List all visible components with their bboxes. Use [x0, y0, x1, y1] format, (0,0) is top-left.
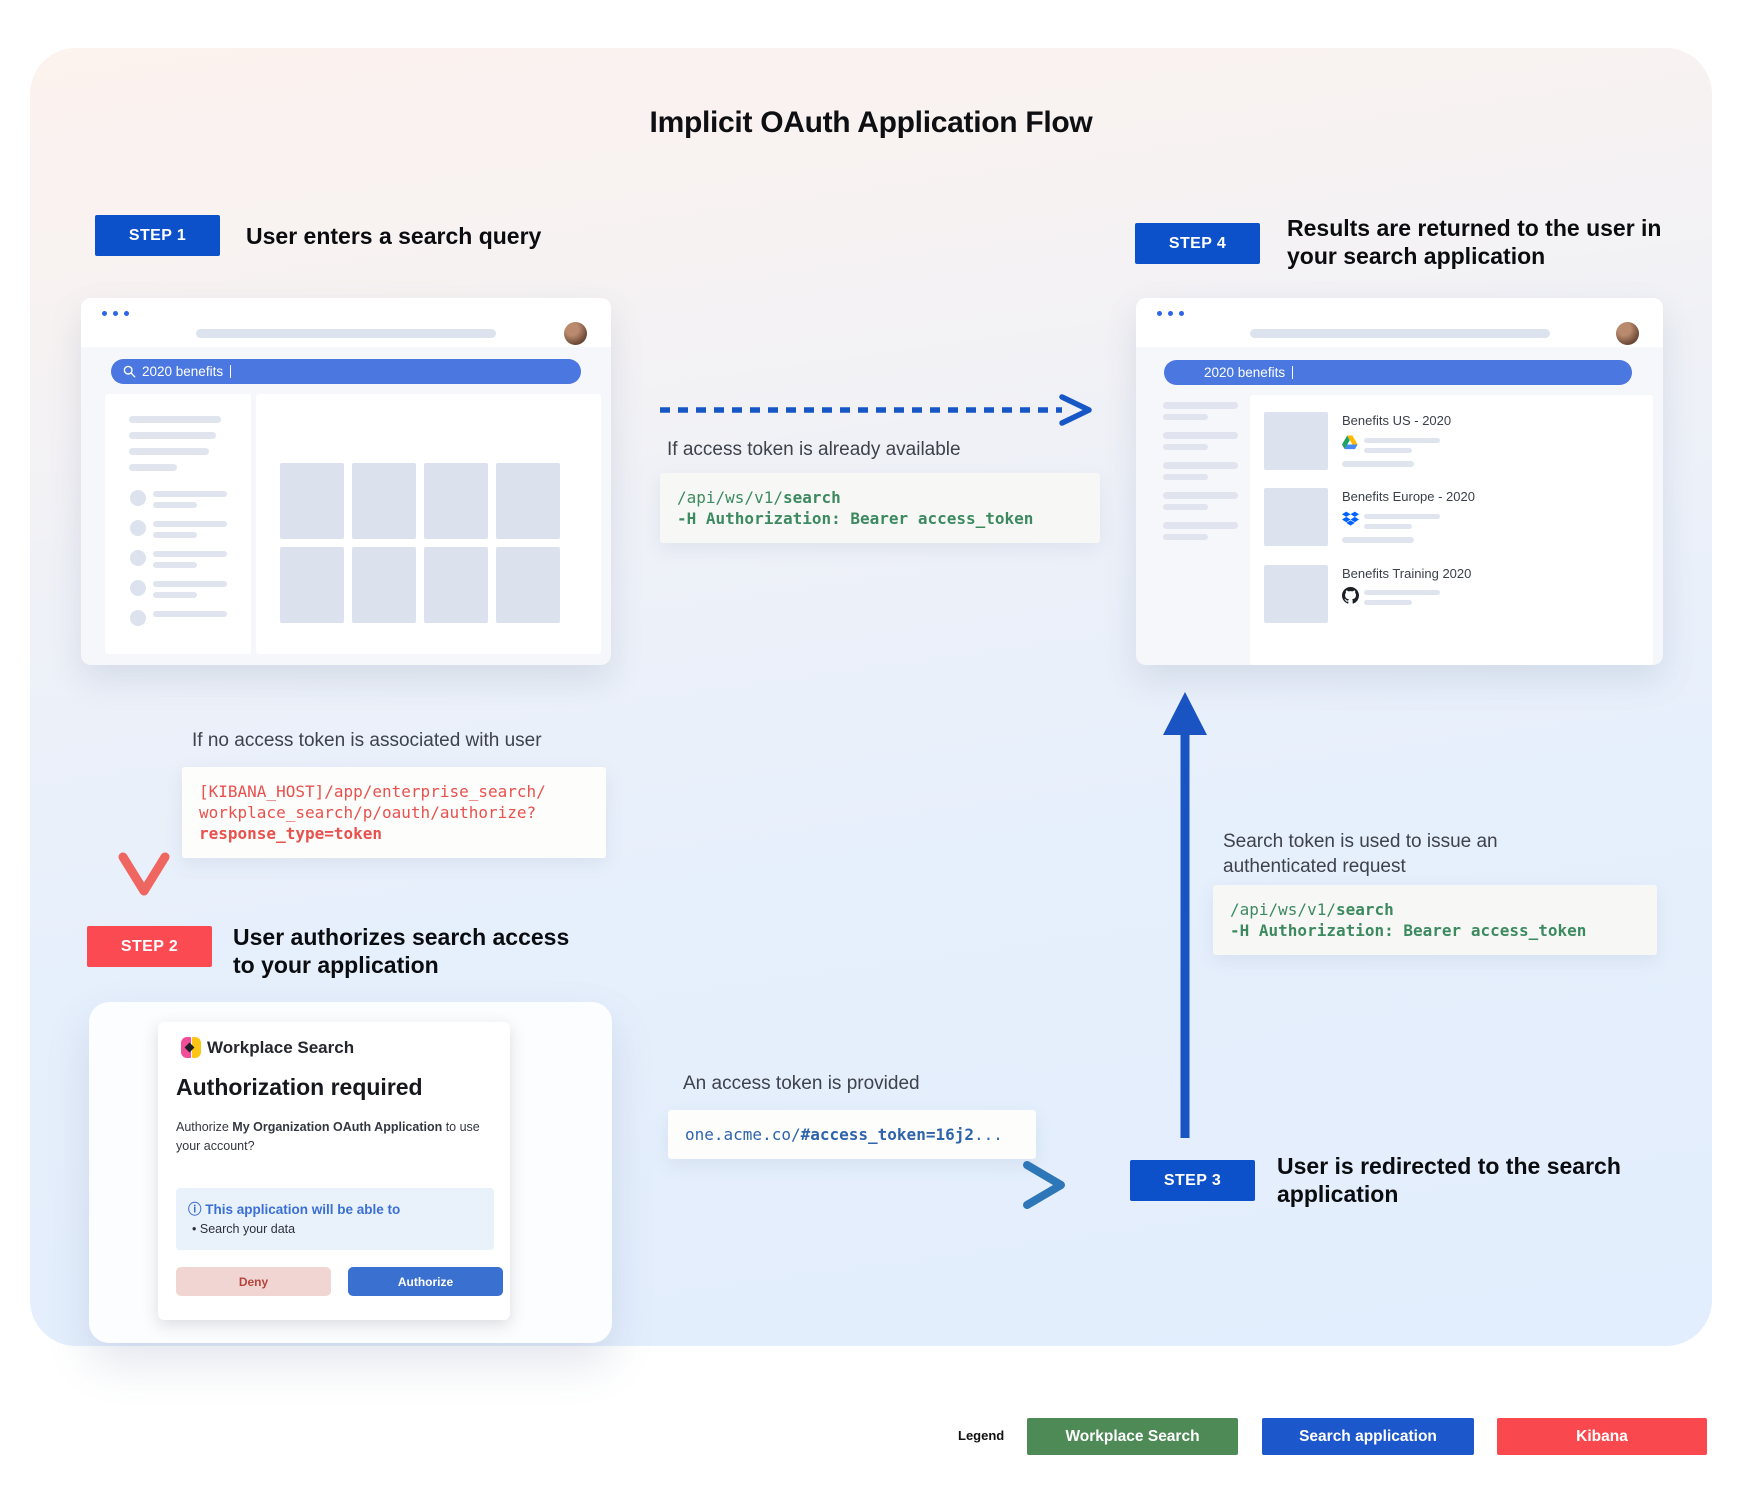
browser-chrome	[1136, 298, 1663, 347]
code-path-endpoint: search	[1335, 900, 1394, 919]
step1-label: User enters a search query	[246, 223, 542, 249]
step3-badge: STEP 3	[1130, 1160, 1255, 1201]
browser-chrome	[81, 298, 611, 347]
info-icon: ⓘ	[188, 1202, 202, 1217]
step2-badge: STEP 2	[87, 926, 212, 967]
search-query-text: 2020 benefits	[1204, 365, 1286, 380]
window-dot-icon	[124, 311, 129, 316]
arrow-up-results	[1163, 692, 1207, 1138]
results-browser: 2020 benefits Benefits US - 2020	[1136, 298, 1663, 665]
code-path: /api/ws/v1/	[1230, 900, 1336, 919]
code-search-api-2: /api/ws/v1/search -H Authorization: Bear…	[1213, 885, 1657, 955]
step4-badge: STEP 4	[1135, 223, 1260, 264]
annotation-token-used: Search token is used to issue an authent…	[1223, 831, 1498, 877]
authorize-button[interactable]: Authorize	[348, 1267, 503, 1296]
search-query-text: 2020 benefits	[142, 364, 224, 379]
code-url-ellipsis: ...	[973, 1125, 1003, 1144]
results-panel: Benefits US - 2020 Benefits Europe - 202…	[1250, 395, 1653, 665]
dropbox-icon	[1342, 511, 1359, 526]
search-app-browser: 2020 benefits	[81, 298, 611, 665]
dialog-app-bold: My Organization OAuth Application	[232, 1120, 443, 1134]
step4-badge-label: STEP 4	[1168, 234, 1227, 252]
code-path-endpoint: search	[782, 488, 841, 507]
code-url-plain: one.acme.co/	[685, 1125, 801, 1144]
dialog-scope-title: ⓘ This application will be able to	[188, 1198, 400, 1218]
step1-badge: STEP 1	[95, 215, 220, 256]
dialog-body-prefix: Authorize	[176, 1120, 233, 1134]
dialog-body-text: Authorize My Organization OAuth Applicat…	[176, 1118, 498, 1157]
sidebar-skeleton	[105, 394, 251, 654]
dialog-scope-box: ⓘ This application will be able to • Sea…	[176, 1188, 494, 1250]
window-dot-icon	[113, 311, 118, 316]
code-auth-header: -H Authorization: Bearer access_token	[677, 509, 1034, 528]
step4-label: Results are returned to the user in your…	[1287, 215, 1662, 270]
address-bar	[1249, 329, 1550, 338]
code-redirect-url: one.acme.co/#access_token=16j2...	[668, 1110, 1036, 1159]
step3-label: User is redirected to the search applica…	[1277, 1153, 1621, 1208]
step2-badge-label: STEP 2	[120, 937, 179, 955]
page-title: Implicit OAuth Application Flow	[649, 106, 1093, 139]
dialog-scope-item: • Search your data	[192, 1222, 295, 1236]
github-icon	[1342, 587, 1359, 604]
dashed-arrow-right	[660, 394, 1092, 426]
result-title: Benefits US - 2020	[1342, 413, 1452, 428]
avatar	[1616, 322, 1639, 345]
legend-kibana: Kibana	[1497, 1418, 1707, 1455]
search-input[interactable]: 2020 benefits	[1164, 360, 1632, 385]
google-drive-icon	[1342, 435, 1358, 450]
bullet-icon: •	[192, 1222, 197, 1236]
text-cursor	[230, 365, 232, 378]
address-bar	[196, 329, 496, 338]
deny-button[interactable]: Deny	[176, 1267, 331, 1296]
code-auth-header: -H Authorization: Bearer access_token	[1230, 921, 1587, 940]
window-dot-icon	[1179, 311, 1184, 316]
dialog-scope-title-text: This application will be able to	[205, 1202, 401, 1217]
legend-workplace-search: Workplace Search	[1027, 1418, 1238, 1455]
step1-badge-label: STEP 1	[128, 226, 187, 244]
code-line: [KIBANA_HOST]/app/enterprise_search/	[199, 782, 546, 801]
legend-label: Legend	[958, 1428, 1005, 1443]
step3-badge-label: STEP 3	[1163, 1171, 1222, 1189]
code-url-token: #access_token=16j2	[800, 1125, 974, 1144]
legend-search-application: Search application	[1262, 1418, 1474, 1455]
arrow-right-redirect	[657, 1161, 1065, 1209]
dialog-heading: Authorization required	[176, 1074, 423, 1100]
window-dot-icon	[1157, 311, 1162, 316]
step2-label: User authorizes search access to your ap…	[233, 924, 570, 979]
window-dot-icon	[102, 311, 107, 316]
search-icon	[123, 365, 136, 378]
annotation-no-token: If no access token is associated with us…	[192, 730, 542, 751]
code-line: workplace_search/p/oauth/authorize?	[199, 803, 537, 822]
annotation-token-provided: An access token is provided	[683, 1073, 920, 1094]
text-cursor	[1292, 366, 1294, 379]
workplace-search-logo-icon	[181, 1037, 202, 1058]
code-path: /api/ws/v1/	[677, 488, 783, 507]
result-title: Benefits Training 2020	[1342, 566, 1472, 581]
code-line-bold: response_type=token	[199, 824, 383, 843]
dialog-app-name: Workplace Search	[207, 1038, 355, 1057]
window-dot-icon	[1168, 311, 1173, 316]
search-input[interactable]: 2020 benefits	[111, 359, 581, 384]
result-title: Benefits Europe - 2020	[1342, 489, 1475, 504]
code-search-api: /api/ws/v1/search -H Authorization: Bear…	[660, 473, 1100, 543]
avatar	[564, 322, 587, 345]
annotation-token-available: If access token is already available	[667, 439, 961, 460]
dialog-scope-item-text: Search your data	[199, 1222, 296, 1236]
arrow-down-kibana	[118, 687, 170, 896]
dialog-body-suffix: to use your account?	[176, 1120, 480, 1154]
code-kibana-authorize: [KIBANA_HOST]/app/enterprise_search/ wor…	[182, 767, 606, 858]
results-grid-skeleton	[256, 394, 601, 654]
